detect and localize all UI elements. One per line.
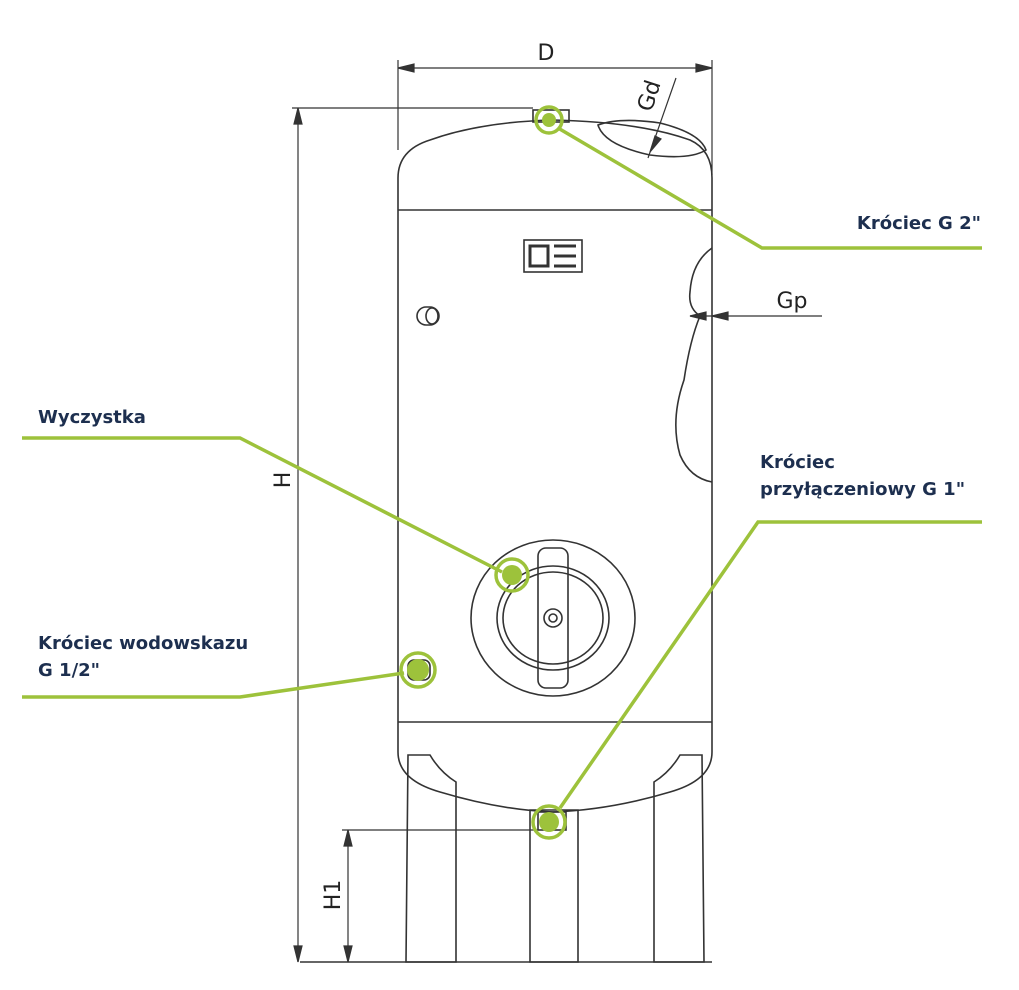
label-connection-line1: Króciec: [760, 452, 835, 473]
callout-dot-gauge: [407, 659, 429, 681]
manhole-inner: [502, 571, 604, 665]
label-connection-line2: przyłączeniowy G 1": [760, 479, 966, 500]
callout-dot-top-port: [542, 113, 556, 127]
label-gauge-line1: Króciec wodowskazu: [38, 633, 249, 654]
dim-d-arrow-left: [397, 63, 415, 73]
callout-line-cleanout: [22, 436, 503, 574]
label-top-port: Króciec G 2": [856, 213, 981, 234]
leg-left: [405, 754, 457, 963]
dim-h1-arrow-top: [343, 829, 353, 847]
dim-gp-label: Gp: [776, 289, 807, 314]
dim-h-arrow-bottom: [293, 945, 303, 963]
dim-h1-arrow-bottom: [343, 945, 353, 963]
manhole-bolt-inner: [548, 613, 558, 623]
tank-top-cap: [397, 119, 713, 210]
manhole-outer: [470, 539, 636, 697]
side-port-bulge: [675, 247, 713, 483]
dim-gd-arrow: [649, 135, 662, 153]
callout-line-gauge: [22, 671, 405, 699]
callout-dot-cleanout: [502, 565, 522, 585]
dim-h-label: H: [271, 472, 296, 489]
manhole-handle: [537, 547, 569, 689]
callout-ring-cleanout: [494, 557, 530, 593]
dim-d-arrow-right: [695, 63, 713, 73]
logo-mark: [528, 244, 576, 268]
callout-line-connection: [558, 520, 982, 809]
label-cleanout: Wyczystka: [38, 407, 146, 428]
dim-d-label: D: [538, 41, 555, 66]
logo-plate: [523, 239, 583, 273]
dim-gp-arrow-right: [711, 311, 729, 321]
callout-dot-connection: [539, 812, 559, 832]
small-side-port: [416, 306, 440, 326]
small-side-port-end: [425, 307, 439, 325]
callout-line-top-port: [557, 126, 982, 250]
top-right-port-shape: [597, 119, 707, 158]
label-gauge-line2: G 1/2": [38, 660, 101, 681]
dim-h-arrow-top: [293, 107, 303, 125]
callout-ring-connection: [531, 804, 567, 840]
dim-gp-arrow-left: [689, 311, 707, 321]
dim-h1-label: H1: [321, 880, 346, 911]
manhole-ring: [496, 565, 610, 671]
callout-ring-top-port: [534, 105, 564, 135]
leg-right: [653, 754, 705, 963]
tank-bottom-cap: [397, 722, 713, 813]
manhole-bolt-outer: [543, 608, 563, 628]
callout-ring-gauge: [399, 651, 437, 689]
dim-gd-label: Gd: [633, 77, 666, 114]
